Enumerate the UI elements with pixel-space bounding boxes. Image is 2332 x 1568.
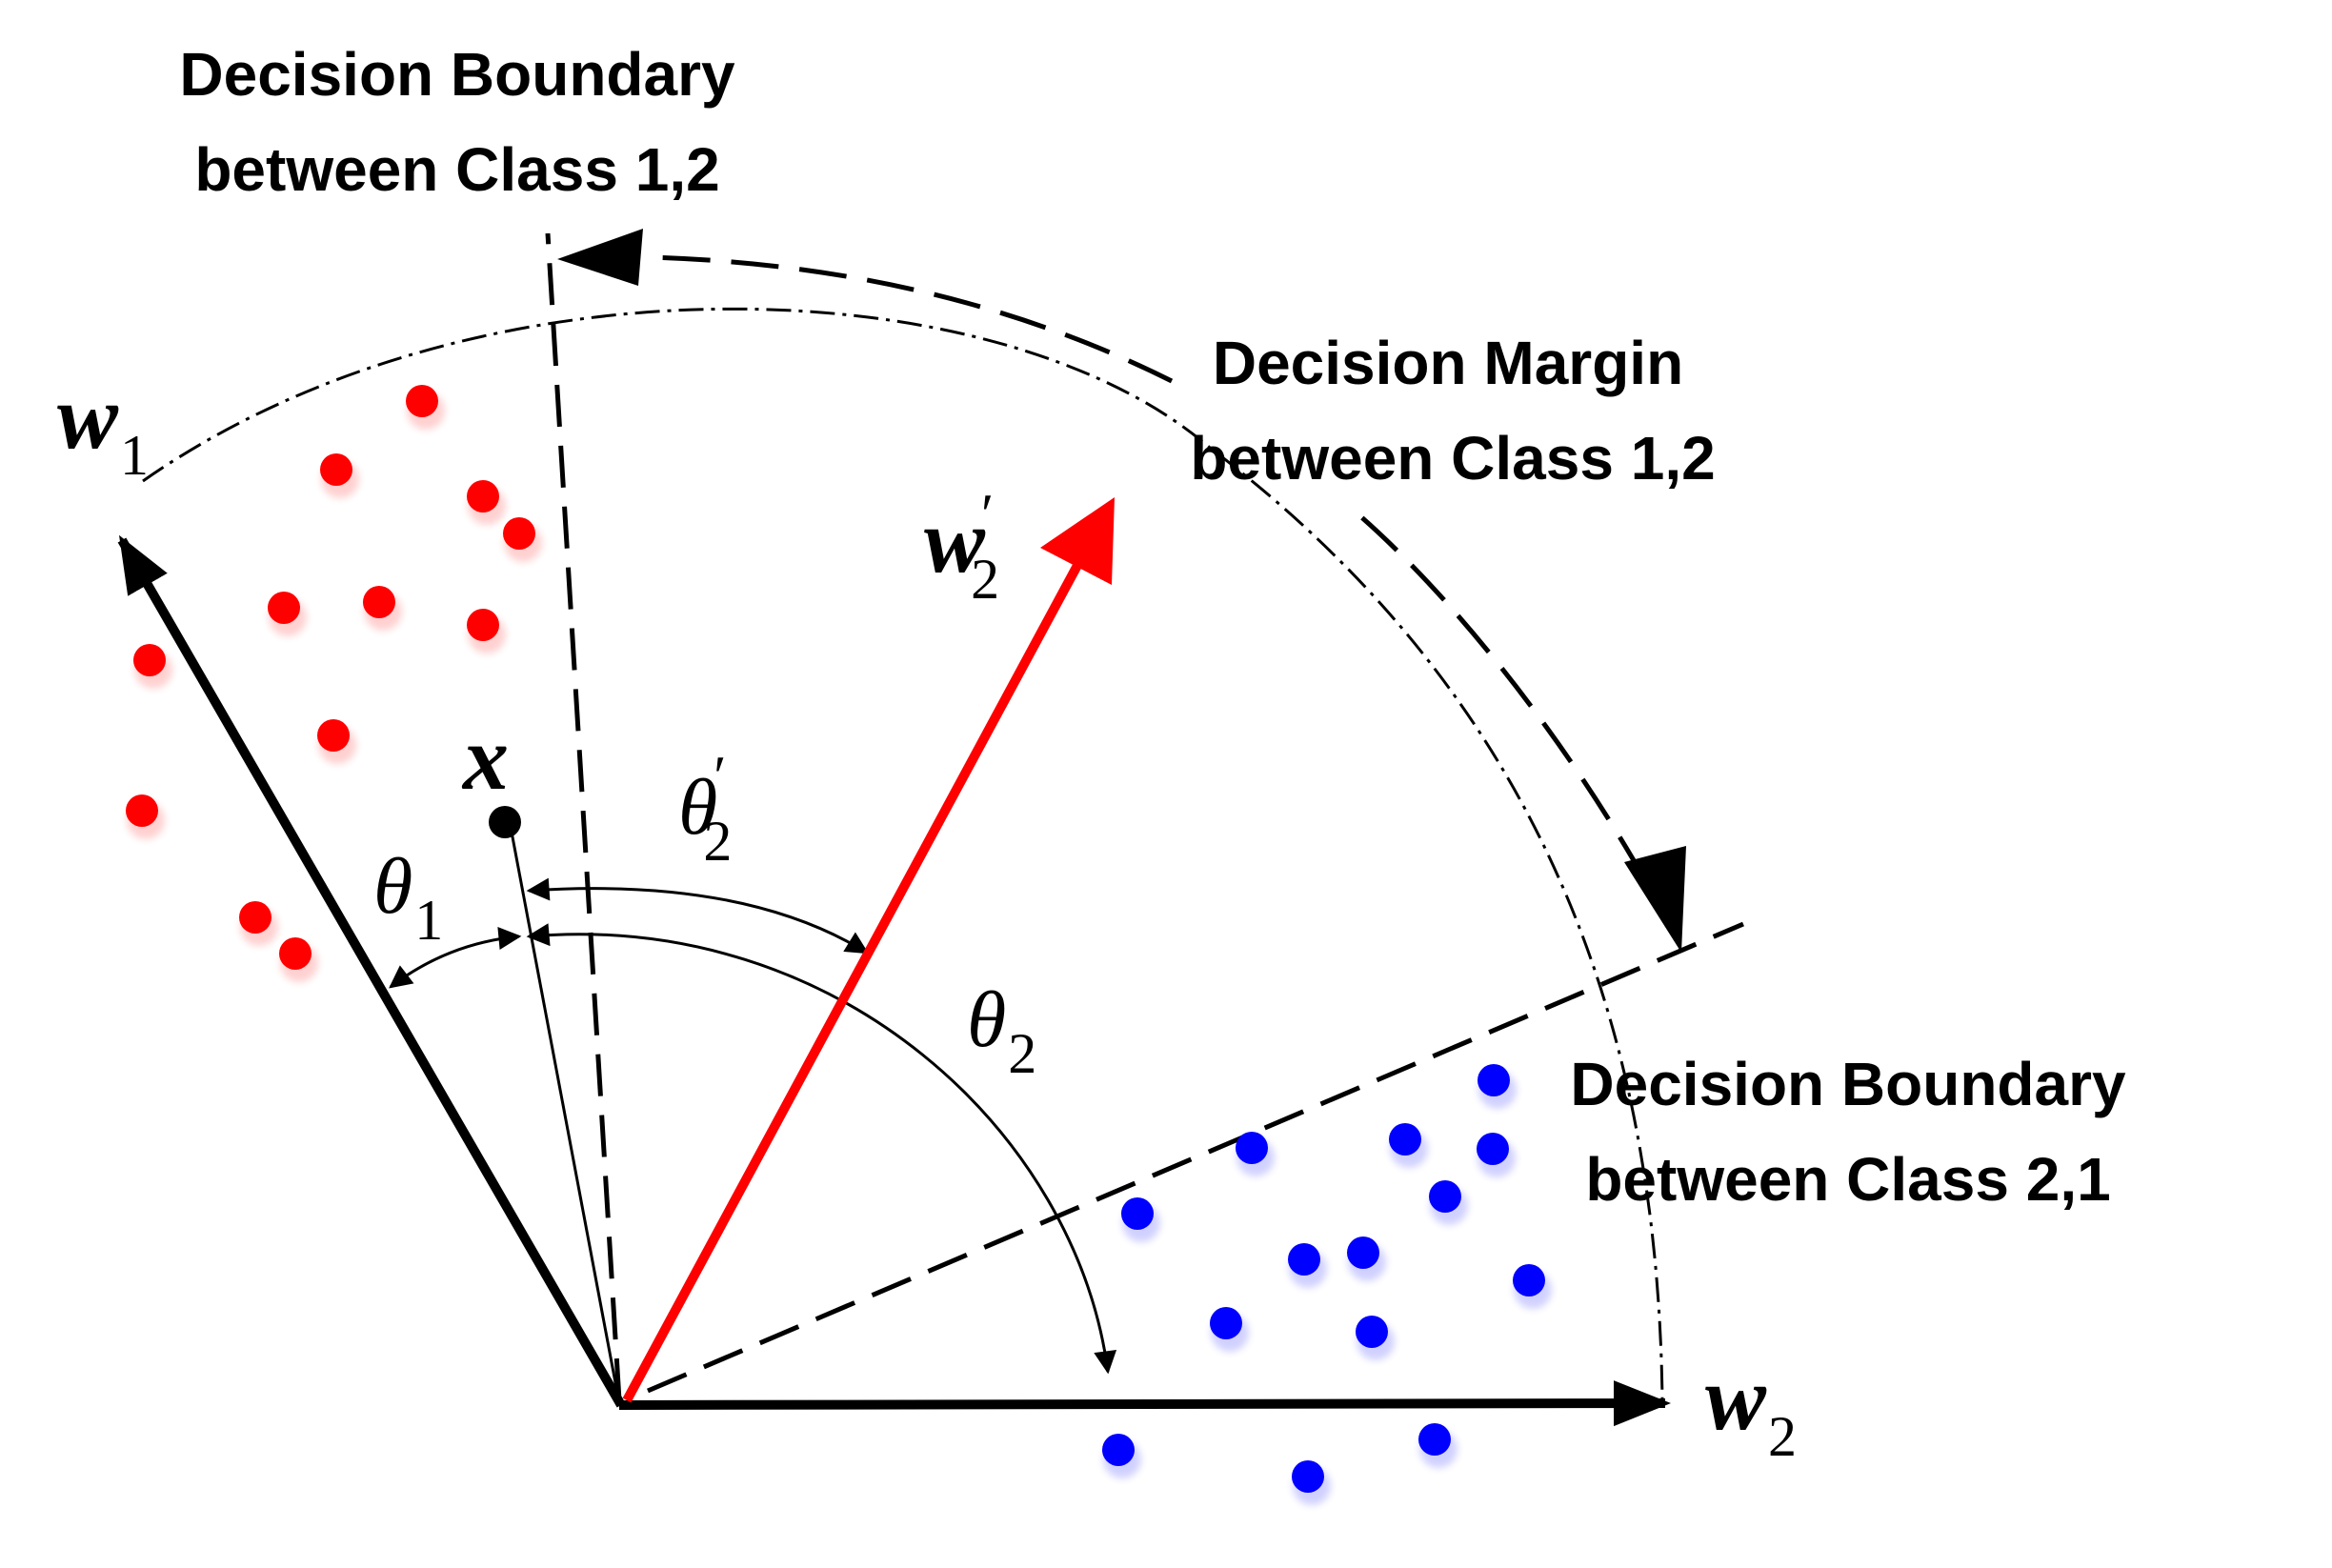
class2-points bbox=[1102, 1064, 1552, 1505]
class1-point bbox=[239, 901, 271, 934]
decision-margin-arrow bbox=[1351, 508, 1679, 940]
class1-point bbox=[363, 586, 395, 618]
x-point bbox=[489, 806, 521, 838]
theta1-arc bbox=[389, 927, 522, 989]
class2-point bbox=[1478, 1064, 1510, 1096]
class2-point bbox=[1292, 1460, 1324, 1493]
theta2-symbol: θ2 bbox=[967, 975, 1036, 1085]
theta1-symbol: θ1 bbox=[373, 842, 443, 952]
class2-point bbox=[1288, 1243, 1320, 1276]
class1-point bbox=[406, 385, 438, 417]
class1-point bbox=[317, 719, 350, 752]
class1-point bbox=[467, 609, 499, 641]
theta2-arc bbox=[526, 923, 1117, 1375]
class1-point bbox=[126, 794, 158, 827]
w2-prime-vector bbox=[622, 533, 1098, 1403]
theta2-prime-symbol: θ′2 bbox=[678, 745, 732, 873]
class2-point bbox=[1210, 1307, 1242, 1339]
class1-points bbox=[126, 385, 542, 982]
margin-outer-arc bbox=[142, 307, 1664, 1401]
decision-margin-arrowhead-left bbox=[557, 229, 643, 286]
class1-point bbox=[279, 937, 312, 970]
margin-label-line1: Decision Margin bbox=[1213, 329, 1683, 397]
class2-point bbox=[1389, 1123, 1421, 1156]
boundary-12-label-line1: Decision Boundary bbox=[179, 40, 735, 109]
class1-point bbox=[467, 480, 499, 513]
w1-symbol: w1 bbox=[57, 366, 149, 487]
theta2-prime-arc bbox=[526, 877, 870, 955]
class2-point bbox=[1347, 1236, 1379, 1269]
w2-prime-arrowhead bbox=[1040, 497, 1115, 585]
w2-prime-symbol: w′2 bbox=[924, 483, 999, 611]
w1-vector bbox=[117, 534, 626, 1408]
margin-label-line2: between Class 1,2 bbox=[1190, 424, 1715, 493]
class1-point bbox=[268, 592, 300, 624]
decision-margin-arrowhead-right bbox=[1624, 846, 1686, 953]
class2-point bbox=[1121, 1197, 1154, 1230]
class1-point bbox=[133, 644, 166, 676]
class2-point bbox=[1236, 1132, 1268, 1164]
x-symbol: x bbox=[461, 707, 509, 809]
class2-point bbox=[1513, 1264, 1545, 1297]
class2-point bbox=[1429, 1180, 1461, 1213]
boundary-12-label-line2: between Class 1,2 bbox=[194, 135, 719, 204]
class1-point bbox=[503, 517, 535, 550]
w2-symbol: w2 bbox=[1705, 1347, 1797, 1468]
decision-boundary-12-line bbox=[545, 232, 622, 1401]
w2-vector bbox=[618, 1380, 1671, 1427]
boundary-21-label-line2: between Class 2,1 bbox=[1585, 1145, 2110, 1214]
class2-point bbox=[1477, 1133, 1509, 1165]
class2-point bbox=[1356, 1316, 1388, 1348]
class2-point bbox=[1102, 1434, 1135, 1466]
class1-point bbox=[320, 453, 352, 486]
boundary-21-label-line1: Decision Boundary bbox=[1570, 1050, 2126, 1118]
decision-boundary-21-line bbox=[647, 921, 1744, 1394]
class2-point bbox=[1418, 1423, 1451, 1456]
